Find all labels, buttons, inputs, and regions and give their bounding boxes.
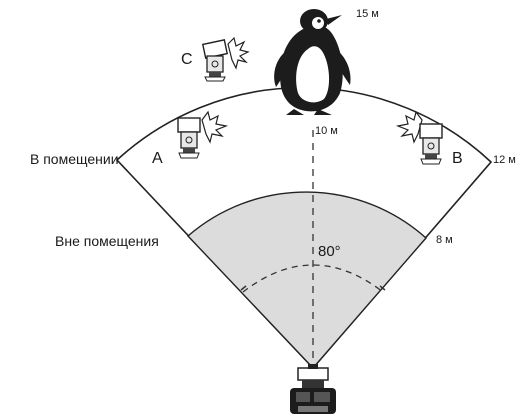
angle-arc [242,264,384,293]
label-distance-12: 12 м [493,154,516,166]
label-indoors: В помещении [30,151,119,167]
label-zone-a: A [152,150,163,167]
label-zone-b: B [452,150,463,167]
label-outdoors: Вне помещения [55,233,159,249]
label-distance-15: 15 м [356,8,379,20]
camera-with-flash-icon [290,364,336,414]
tick-left [240,285,247,291]
outdoor-range-sector [186,191,427,370]
label-zone-c: C [181,51,193,68]
label-distance-8: 8 м [436,234,453,246]
remote-flash-b-icon [395,110,443,165]
penguin-icon [274,9,351,115]
label-angle: 80° [318,243,341,260]
tick-right [379,285,386,291]
remote-flash-a-icon [177,110,229,159]
label-distance-10: 10 м [315,125,338,137]
remote-flash-c-icon [201,36,250,82]
